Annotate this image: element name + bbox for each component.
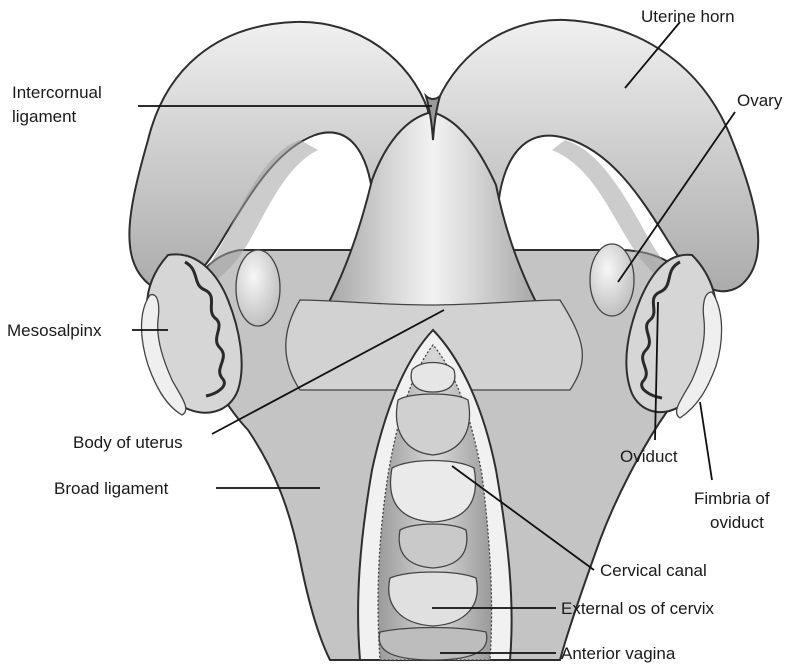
label-body-of-uterus: Body of uterus [73, 433, 183, 452]
label-intercornual-line1: Intercornual [12, 83, 102, 102]
label-intercornual-line2: ligament [12, 107, 77, 126]
label-fimbria-line2: oviduct [710, 513, 764, 532]
label-ovary: Ovary [737, 91, 783, 110]
label-cervical-canal: Cervical canal [600, 561, 707, 580]
label-fimbria-line1: Fimbria of [694, 489, 770, 508]
leader-fimbria [700, 402, 712, 480]
label-oviduct: Oviduct [620, 447, 678, 466]
label-mesosalpinx: Mesosalpinx [7, 321, 102, 340]
right-ovary-shape [590, 244, 634, 316]
label-external-os: External os of cervix [561, 599, 715, 618]
label-broad-ligament: Broad ligament [54, 479, 169, 498]
label-uterine-horn: Uterine horn [641, 7, 735, 26]
left-ovary-shape [236, 250, 280, 326]
label-anterior-vagina: Anterior vagina [561, 644, 676, 663]
